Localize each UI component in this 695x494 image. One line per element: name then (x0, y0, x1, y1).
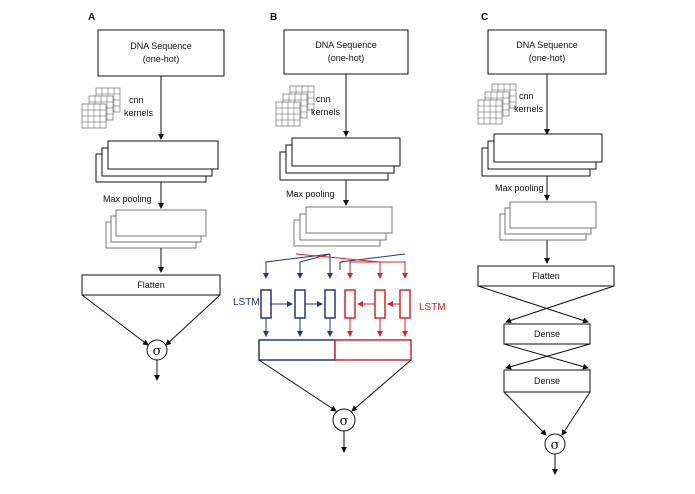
panel-c-input-box (487, 29, 607, 75)
panel-b-kernels-line1: cnn (316, 94, 331, 104)
panel-a-arrow-out-left (81, 294, 149, 346)
panel-a-kernels-line1: cnn (129, 95, 144, 105)
panel-a-flatten-box (81, 274, 221, 296)
panel-b-input-box (283, 29, 409, 75)
panel-a-kernels-line2: kernels (124, 108, 154, 118)
panel-b-letter: B (270, 12, 277, 23)
panel-c: C DNA Sequence (one-hot) cnn kernels Max… (477, 12, 615, 475)
panel-c-kernels-line1: cnn (519, 91, 534, 101)
panel-b-lstm-backward-cells (344, 289, 411, 337)
panel-b-lstm-backward-label: LSTM (419, 302, 446, 313)
panel-c-arrow-out-right (561, 391, 591, 436)
panel-a-sigmoid-label: σ (153, 344, 162, 359)
panel-b-forward-output-bar (258, 339, 336, 361)
panel-b-sigmoid-label: σ (340, 414, 349, 429)
panel-a-conv-stack (95, 140, 219, 183)
panel-c-conv-stack (481, 133, 603, 177)
panel-c-arrow-out-left (503, 391, 547, 436)
panel-b-input-line2: (one-hot) (328, 53, 365, 63)
panel-a-letter: A (88, 12, 95, 23)
panel-b-lstm-forward-cells (260, 289, 336, 337)
panel-b-pool-label: Max pooling (286, 189, 335, 199)
panel-a-flatten-label: Flatten (137, 280, 165, 290)
panel-a-input-box (97, 29, 225, 77)
panel-b-kernels-icon (275, 85, 315, 127)
panel-a: A DNA Sequence (one-hot) cnn kernels Max… (81, 12, 225, 381)
panel-b-pool-stack (293, 206, 393, 247)
panel-c-dense1-box (503, 323, 591, 345)
panel-b-arrow-out-right (351, 359, 412, 412)
panel-b: B DNA Sequence (one-hot) cnn kernels Max… (233, 12, 446, 453)
panel-c-kernels-line2: kernels (514, 104, 544, 114)
panel-b-backward-output-bar (334, 339, 412, 361)
panel-a-kernels-icon (81, 87, 121, 129)
panel-b-lstm-forward-label: LSTM (233, 297, 260, 308)
panel-a-pool-label: Max pooling (103, 194, 152, 204)
panel-c-cross-connect-2 (503, 343, 591, 370)
panel-c-letter: C (481, 12, 488, 23)
panel-b-fanout-backward (295, 253, 408, 279)
panel-c-pool-stack (499, 201, 597, 241)
panel-c-kernels-icon (477, 83, 517, 125)
panel-a-input-line1: DNA Sequence (130, 41, 192, 51)
panel-a-pool-stack (105, 209, 207, 249)
panel-c-pool-label: Max pooling (495, 183, 544, 193)
panel-c-sigmoid-label: σ (551, 438, 560, 453)
panel-c-dense1-label: Dense (534, 329, 560, 339)
panel-c-input-line2: (one-hot) (529, 53, 566, 63)
panel-b-arrow-out-left (258, 359, 337, 412)
panel-a-input-line2: (one-hot) (143, 54, 180, 64)
panel-c-cross-connect-1 (477, 285, 615, 324)
panel-c-input-line1: DNA Sequence (516, 40, 578, 50)
panel-b-kernels-line2: kernels (311, 107, 341, 117)
panel-c-flatten-label: Flatten (532, 271, 560, 281)
panel-b-input-line1: DNA Sequence (315, 40, 377, 50)
panel-c-dense2-box (503, 369, 591, 393)
panel-b-conv-stack (279, 137, 401, 181)
panel-c-dense2-label: Dense (534, 376, 560, 386)
panel-c-flatten-box (477, 265, 615, 287)
panel-a-arrow-out-right (165, 294, 221, 346)
